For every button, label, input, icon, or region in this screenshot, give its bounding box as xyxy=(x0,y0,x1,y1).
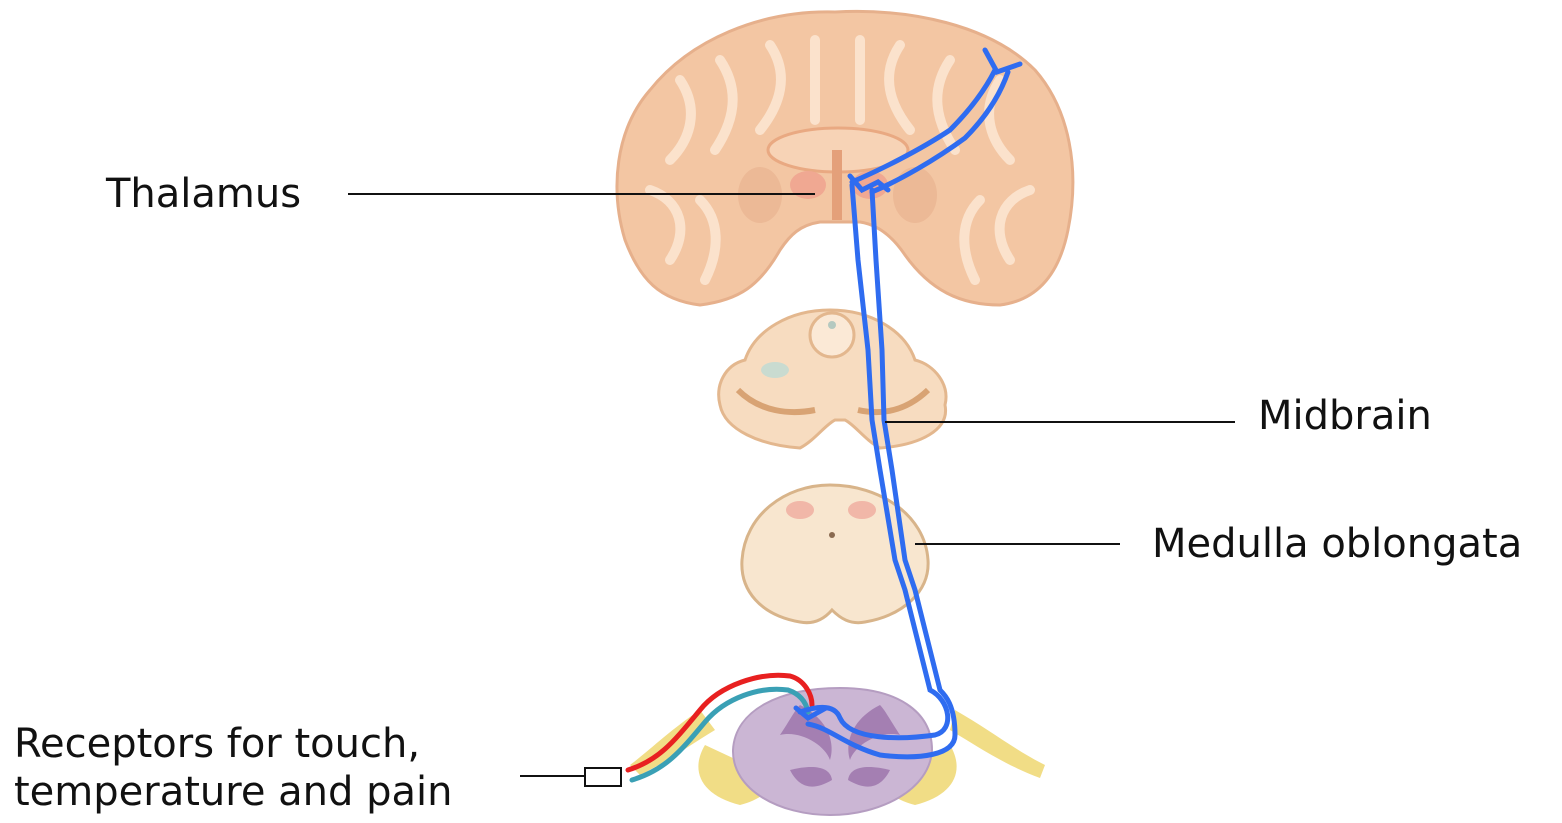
medulla-oblongata-label: Medulla oblongata xyxy=(1152,520,1522,568)
thalamus-label: Thalamus xyxy=(106,170,301,218)
medulla-section xyxy=(742,485,928,623)
receptors-label-line1: Receptors for touch, xyxy=(14,720,452,768)
receptor-box xyxy=(585,768,621,786)
midbrain-label: Midbrain xyxy=(1258,392,1432,440)
cerebrum-section xyxy=(617,11,1073,305)
receptors-label: Receptors for touch, temperature and pai… xyxy=(14,720,452,816)
midbrain-section xyxy=(719,310,946,448)
spinal-cord-section xyxy=(630,688,1045,815)
receptors-label-line2: temperature and pain xyxy=(14,768,452,816)
